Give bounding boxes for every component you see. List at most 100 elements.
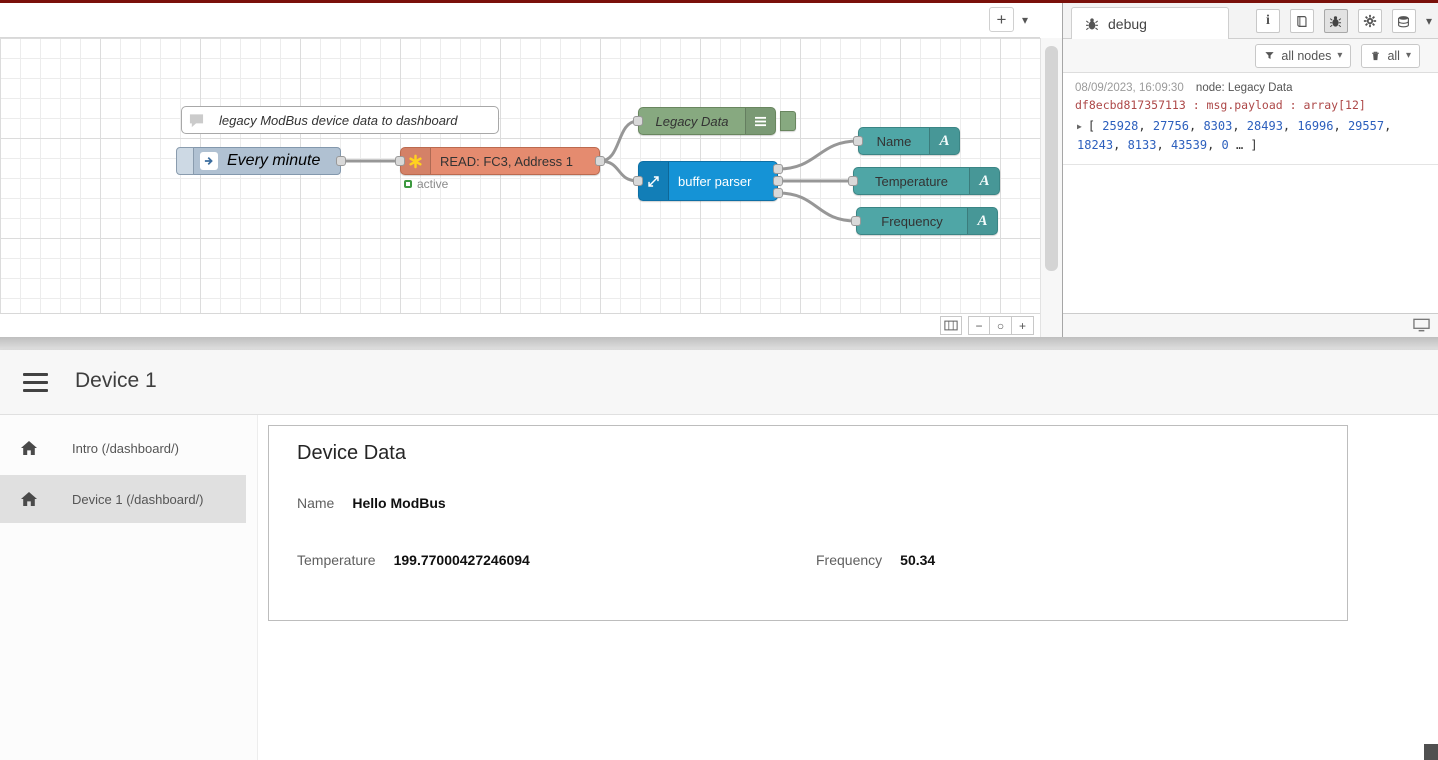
expand-caret-icon[interactable]: ▶ [1077,122,1082,131]
list-icon [745,108,775,134]
inject-trigger-button[interactable] [176,147,194,175]
debug-payload: ▶[ 25928, 27756, 8303, 28493, 16996, 295… [1075,117,1426,154]
port-name-in[interactable] [853,136,863,146]
gear-icon [1363,14,1377,28]
debug-filter-button[interactable]: all nodes ▾ [1255,43,1352,68]
field-label: Temperature [297,552,376,568]
text-icon: A [967,208,997,234]
port-modbus-out[interactable] [595,156,605,166]
debug-timestamp: 08/09/2023, 16:09:30 [1075,82,1184,94]
database-icon [1398,15,1410,27]
screen-corner [1424,744,1438,760]
sidebar-item-device-1[interactable]: Device 1 (/dashboard/) [0,475,246,523]
comment-label: legacy ModBus device data to dashboard [219,112,458,128]
debug-enable-toggle[interactable] [780,111,796,131]
comment-bubble-icon [182,113,210,128]
flow-canvas[interactable]: legacy ModBus device data to dashboard E… [0,38,1040,313]
debug-button[interactable] [1323,9,1348,33]
canvas-footer: − ○ + [0,313,1040,337]
port-parser-in[interactable] [633,176,643,186]
inject-node[interactable]: Every minute [176,147,341,175]
port-legacy-in[interactable] [633,116,643,126]
field-name: Name Hello ModBus [297,495,446,511]
dashboard-main: Device Data Name Hello ModBus Temperatur… [258,415,1438,760]
sidebar-item-label: Intro (/dashboard/) [72,440,179,456]
status-ring-icon [404,180,412,188]
sidebar-item-intro[interactable]: Intro (/dashboard/) [0,424,257,472]
sidebar-menu-caret-icon[interactable]: ▾ [1425,14,1432,28]
tab-debug[interactable]: debug [1071,7,1229,40]
wire-parser-frequency[interactable] [777,191,857,223]
home-icon [20,440,38,456]
text-icon: A [929,128,959,154]
modbus-status: active [404,177,448,191]
help-button[interactable] [1289,9,1314,33]
context-data-button[interactable] [1391,9,1416,33]
ui-name-label: Name [876,133,912,149]
bug-icon [1085,18,1099,31]
debug-filter-row: all nodes ▾ all ▾ [1063,39,1438,73]
port-temperature-in[interactable] [848,176,858,186]
wire-modbus-legacy[interactable] [599,119,639,163]
ui-text-node-temperature[interactable]: Temperature A [853,167,1000,195]
zoom-reset-button[interactable]: ○ [990,316,1012,335]
zoom-out-button[interactable]: − [968,316,990,335]
window-top-strip [0,0,1438,3]
comment-node[interactable]: legacy ModBus device data to dashboard [181,106,499,134]
field-label: Frequency [816,552,883,568]
debug-node-legacy-data[interactable]: Legacy Data [638,107,776,135]
debug-node-name: node: Legacy Data [1195,82,1293,94]
info-button[interactable]: i [1255,9,1280,33]
sidebar-footer [1063,313,1438,337]
scrollbar-thumb[interactable] [1045,46,1058,271]
field-value: 50.34 [900,552,936,568]
filter-label: all nodes [1281,48,1332,63]
ui-text-node-name[interactable]: Name A [858,127,960,155]
navigator-toggle-button[interactable] [940,316,962,335]
debug-clear-button[interactable]: all ▾ [1361,43,1420,68]
flow-tabbar: + ▾ [0,3,1040,38]
status-text: active [417,177,449,191]
menu-button[interactable] [23,373,48,392]
modbus-read-node[interactable]: READ: FC3, Address 1 [400,147,600,175]
port-parser-out-1[interactable] [773,164,783,174]
home-icon [20,491,38,507]
clear-label: all [1387,48,1400,63]
bug-icon [1330,15,1342,27]
wire-parser-name[interactable] [777,139,859,171]
debug-message[interactable]: 08/09/2023, 16:09:30 node: Legacy Data d… [1063,73,1438,166]
flow-menu-caret-icon[interactable]: ▾ [1021,12,1028,27]
port-parser-out-2[interactable] [773,176,783,186]
window-divider [0,337,1438,350]
buffer-parser-node[interactable]: buffer parser [638,161,778,201]
dashboard-title: Device 1 [75,369,157,392]
editor-vertical-scrollbar [1040,38,1062,337]
device-data-card: Device Data Name Hello ModBus Temperatur… [268,425,1348,621]
add-flow-button[interactable]: + [988,7,1014,32]
modbus-label: READ: FC3, Address 1 [440,153,573,169]
port-inject-out[interactable] [336,156,346,166]
debug-messages-list: 08/09/2023, 16:09:30 node: Legacy Data d… [1063,73,1438,313]
debug-sidebar: debug i ▾ al [1062,3,1438,337]
config-nodes-button[interactable] [1357,9,1382,33]
port-frequency-in[interactable] [851,216,861,226]
zoom-in-button[interactable]: + [1012,316,1034,335]
caret-down-icon: ▾ [1405,50,1411,61]
debug-payload-array: [ 25928, 27756, 8303, 28493, 16996, 2955… [1077,119,1392,152]
dashboard-appbar: Device 1 [0,350,1438,415]
ui-frequency-label: Frequency [881,213,943,229]
field-label: Name [297,495,335,511]
card-title: Device Data [297,442,406,464]
port-modbus-in[interactable] [395,156,405,166]
inject-label: Every minute [227,152,321,169]
caret-down-icon: ▾ [1337,50,1343,61]
open-window-icon[interactable] [1413,318,1430,337]
trash-icon [1372,51,1380,60]
port-parser-out-3[interactable] [773,188,783,198]
debug-msg-path: df8ecbd817357113 : msg.payload : array[1… [1075,98,1366,112]
field-temperature: Temperature 199.77000427246094 [297,552,530,568]
field-value: Hello ModBus [352,495,446,511]
ui-text-node-frequency[interactable]: Frequency A [856,207,998,235]
text-icon: A [969,168,999,194]
dashboard-sidebar: Intro (/dashboard/) Device 1 (/dashboard… [0,415,258,760]
